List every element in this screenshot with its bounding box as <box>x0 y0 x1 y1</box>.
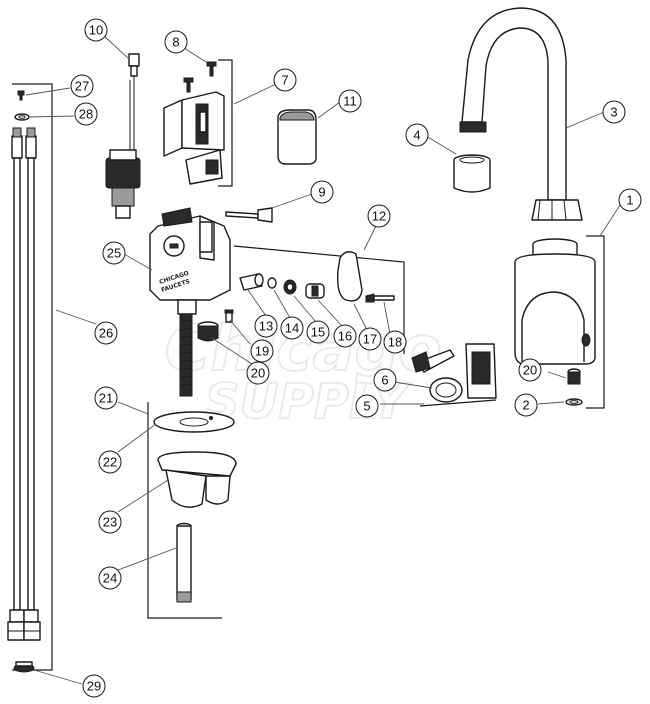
callout-20-right: 20 <box>518 358 542 382</box>
svg-text:20: 20 <box>251 366 265 381</box>
callout-23: 23 <box>98 510 122 534</box>
callout-11: 11 <box>338 89 362 113</box>
svg-text:23: 23 <box>103 515 117 530</box>
svg-text:8: 8 <box>172 35 179 50</box>
callout-4: 4 <box>405 123 429 147</box>
svg-text:24: 24 <box>103 571 117 586</box>
callout-9: 9 <box>310 180 334 204</box>
svg-text:3: 3 <box>610 105 617 120</box>
svg-text:11: 11 <box>343 94 357 109</box>
callout-24: 24 <box>98 566 122 590</box>
callout-18: 18 <box>383 330 407 354</box>
callout-27: 27 <box>70 74 94 98</box>
svg-text:22: 22 <box>103 455 117 470</box>
part-9-screw[interactable] <box>225 207 273 223</box>
callout-3: 3 <box>602 100 626 124</box>
callout-16: 16 <box>333 324 357 348</box>
callout-6: 6 <box>373 368 397 392</box>
svg-text:14: 14 <box>285 321 299 336</box>
svg-text:28: 28 <box>79 107 93 122</box>
svg-text:10: 10 <box>89 23 103 38</box>
svg-text:20: 20 <box>523 363 537 378</box>
callout-19: 19 <box>250 339 274 363</box>
callout-7: 7 <box>273 68 297 92</box>
svg-text:15: 15 <box>311 325 325 340</box>
callout-26: 26 <box>94 321 118 345</box>
svg-text:19: 19 <box>255 344 269 359</box>
part-23-gasket-seal[interactable] <box>157 451 237 508</box>
part-6-gasket[interactable] <box>429 377 463 403</box>
svg-text:21: 21 <box>99 391 113 406</box>
part-8-screws[interactable] <box>183 61 217 93</box>
callout-8: 8 <box>164 30 188 54</box>
callout-12: 12 <box>367 204 391 228</box>
svg-text:1: 1 <box>626 193 633 208</box>
part-20-cartridge-right[interactable] <box>567 368 581 385</box>
svg-text:12: 12 <box>372 209 386 224</box>
callout-14: 14 <box>280 316 304 340</box>
part-12-solenoid-group[interactable] <box>233 245 405 354</box>
part-4-aerator[interactable] <box>453 154 491 193</box>
callout-13: 13 <box>254 314 278 338</box>
callout-21: 21 <box>94 386 118 410</box>
svg-text:25: 25 <box>107 246 121 261</box>
part-7-mounting-bracket[interactable] <box>163 59 233 187</box>
part-22-base-plate[interactable] <box>153 411 235 433</box>
part-1-spout-base[interactable] <box>514 235 605 409</box>
leader-lines <box>25 35 623 685</box>
part-26-supply-hoses[interactable] <box>7 83 53 671</box>
svg-text:2: 2 <box>522 398 529 413</box>
part-19-set-screw[interactable] <box>224 309 234 323</box>
part-2-o-ring[interactable] <box>565 398 583 406</box>
callout-25: 25 <box>102 241 126 265</box>
part-20-cartridge-left[interactable] <box>197 321 219 342</box>
svg-text:13: 13 <box>259 319 273 334</box>
part-11-cover[interactable] <box>277 109 317 165</box>
part-28-washer[interactable] <box>14 113 30 121</box>
svg-text:5: 5 <box>363 399 370 414</box>
callout-10: 10 <box>84 18 108 42</box>
callout-17: 17 <box>358 327 382 351</box>
callout-5: 5 <box>355 394 379 418</box>
callout-2: 2 <box>514 393 538 417</box>
callout-29: 29 <box>82 674 106 698</box>
callout-15: 15 <box>306 320 330 344</box>
svg-text:29: 29 <box>87 679 101 694</box>
callout-28: 28 <box>74 102 98 126</box>
part-29-clip[interactable] <box>13 661 35 673</box>
svg-text:26: 26 <box>99 326 113 341</box>
svg-text:7: 7 <box>281 73 288 88</box>
callout-1: 1 <box>618 188 642 212</box>
part-27-screw[interactable] <box>17 90 25 101</box>
svg-text:18: 18 <box>388 335 402 350</box>
part-10-sensor-module[interactable] <box>105 53 141 219</box>
callout-22: 22 <box>98 450 122 474</box>
svg-text:27: 27 <box>75 79 89 94</box>
part-21-lower-assembly[interactable] <box>147 402 222 619</box>
callout-20-left: 20 <box>246 361 270 385</box>
svg-text:16: 16 <box>338 329 352 344</box>
svg-text:4: 4 <box>413 128 420 143</box>
svg-text:17: 17 <box>363 332 377 347</box>
part-25-control-body[interactable]: CHICAGO FAUCETS <box>149 207 231 397</box>
part-24-shank[interactable] <box>176 522 192 603</box>
svg-text:9: 9 <box>318 185 325 200</box>
part-5-mounting-plate-kit[interactable] <box>411 343 497 407</box>
part-3-gooseneck-spout[interactable] <box>459 7 583 221</box>
svg-text:6: 6 <box>381 373 388 388</box>
